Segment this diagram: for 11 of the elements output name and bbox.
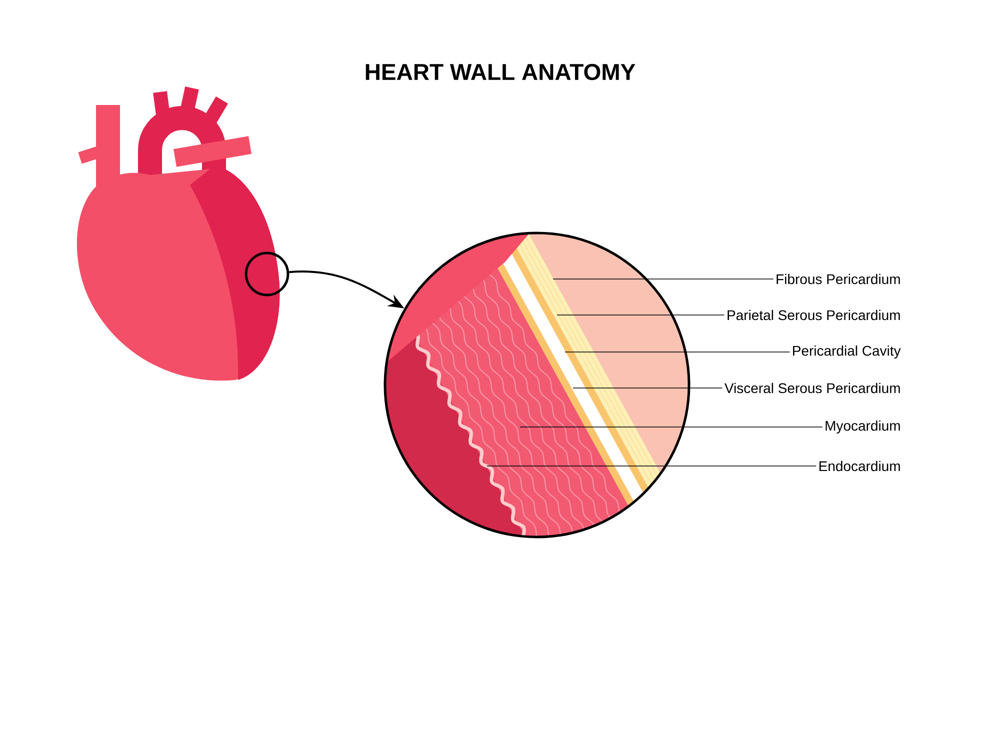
layer-label: Fibrous Pericardium: [776, 274, 900, 284]
title: HEART WALL ANATOMY: [366, 64, 636, 80]
leader-line: [552, 278, 774, 280]
layer-label: Visceral Serous Pericardium: [724, 382, 900, 394]
layer-label: Parietal Serous Pericardium: [728, 310, 900, 320]
layer-label: Pericardial Cavity: [793, 345, 901, 359]
layer-label: Myocardium: [826, 420, 900, 434]
leader-line: [520, 426, 823, 428]
layer-label: Endocardium: [819, 460, 900, 472]
leader-line: [556, 314, 725, 316]
highlight-circle: [244, 252, 290, 296]
